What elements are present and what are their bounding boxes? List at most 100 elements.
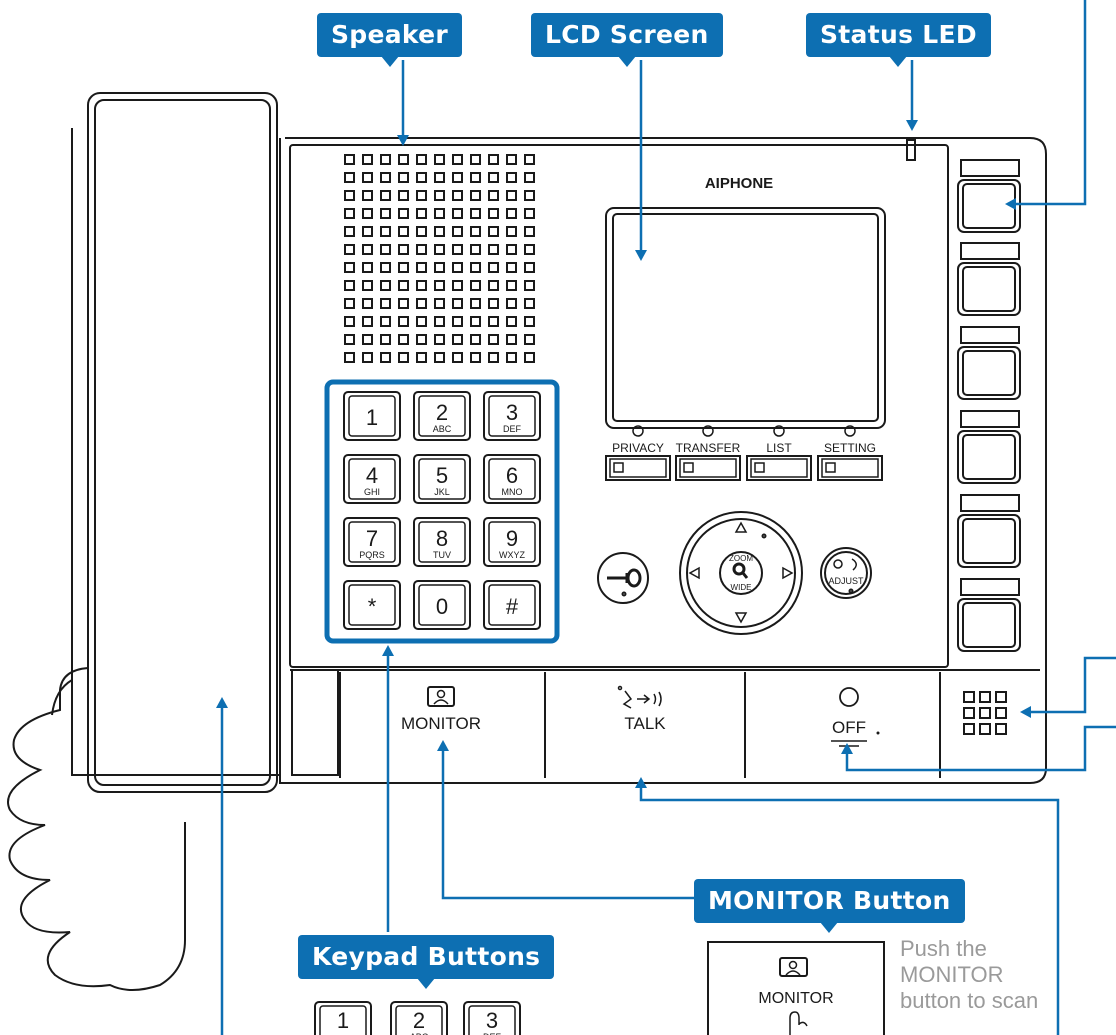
adjust-button[interactable]: [820, 547, 872, 599]
speaker-hole: [452, 244, 463, 255]
speaker-hole: [434, 226, 445, 237]
mic-hole: [995, 707, 1007, 719]
up-arrow-icon: [734, 521, 748, 533]
door-release-button[interactable]: [597, 552, 649, 604]
speaker-hole: [380, 190, 391, 201]
direct-call-button-5[interactable]: [957, 514, 1021, 568]
off-button[interactable]: OFF: [747, 672, 938, 776]
speaker-hole: [452, 208, 463, 219]
inset-monitor-button: [707, 941, 885, 1035]
speaker-hole: [434, 190, 445, 201]
keypad-key-letters: WXYZ: [499, 550, 526, 560]
speaker-hole: [434, 316, 445, 327]
speaker-hole: [398, 154, 409, 165]
setting-icon: [844, 425, 856, 437]
speaker-hole: [452, 172, 463, 183]
direct-call-button-2[interactable]: [957, 262, 1021, 316]
speaker-hole: [506, 280, 517, 291]
speaker-hole: [470, 226, 481, 237]
speaker-hole: [434, 172, 445, 183]
speaker-hole: [524, 334, 535, 345]
speaker-hole: [488, 316, 499, 327]
function-button-list[interactable]: LIST: [746, 425, 812, 481]
lcd-screen-frame: [605, 207, 886, 429]
speaker-hole: [524, 280, 535, 291]
speaker-hole: [416, 208, 427, 219]
speaker-hole: [344, 334, 355, 345]
direct-call-button-1[interactable]: [957, 179, 1021, 233]
keypad-key-1[interactable]: 1: [343, 391, 401, 441]
handset-cord: [7, 667, 186, 991]
navigation-pad[interactable]: [679, 511, 803, 635]
speaker-hole: [344, 298, 355, 309]
direct-call-button-6[interactable]: [957, 598, 1021, 652]
speaker-hole: [452, 316, 463, 327]
keypad-key-star[interactable]: *: [343, 580, 401, 630]
direct-call-button-4[interactable]: [957, 430, 1021, 484]
side-button-label-slot: [960, 410, 1020, 428]
speaker-hole: [524, 190, 535, 201]
speaker-hole: [434, 280, 445, 291]
keypad-key-0[interactable]: 0: [413, 580, 471, 630]
speaker-hole: [416, 154, 427, 165]
speaker-hole: [488, 244, 499, 255]
speaker-hole: [470, 172, 481, 183]
direct-call-button-3[interactable]: [957, 346, 1021, 400]
speaker-hole: [488, 172, 499, 183]
keypad-key-letters: GHI: [364, 487, 380, 497]
direct-call-button-face: [962, 602, 1016, 648]
speaker-hole: [488, 154, 499, 165]
speaker-hole: [398, 280, 409, 291]
function-button-setting[interactable]: SETTING: [817, 425, 883, 481]
speaker-hole: [470, 280, 481, 291]
zoom-icon: [732, 562, 746, 576]
speaker-hole: [344, 352, 355, 363]
keypad-key-number: 6: [506, 463, 518, 488]
speaker-hole: [470, 298, 481, 309]
keypad-key-hash[interactable]: #: [483, 580, 541, 630]
keypad-preview-letters: DEF: [483, 1032, 502, 1035]
speaker-hole: [434, 244, 445, 255]
speaker-hole: [452, 226, 463, 237]
speaker-hole: [470, 316, 481, 327]
speaker-hole: [506, 208, 517, 219]
function-button-privacy[interactable]: PRIVACY: [605, 425, 671, 481]
function-button-transfer[interactable]: TRANSFER: [675, 425, 741, 481]
speaker-hole: [488, 190, 499, 201]
talk-button[interactable]: TALK: [547, 672, 743, 776]
speaker-hole: [380, 262, 391, 273]
side-button-label-slot: [960, 578, 1020, 596]
keypad-key-letters: MNO: [502, 487, 523, 497]
speaker-hole: [506, 190, 517, 201]
leader-side-button: [1008, 0, 1087, 206]
direct-call-button-face: [962, 434, 1016, 480]
speaker-hole: [380, 244, 391, 255]
speaker-hole: [470, 154, 481, 165]
keypad-key-letters: ABC: [433, 424, 452, 434]
speaker-hole: [506, 352, 517, 363]
monitor-icon: [427, 686, 455, 707]
speaker-hole: [416, 226, 427, 237]
speaker-hole: [362, 316, 373, 327]
speaker-hole: [452, 262, 463, 273]
speaker-hole: [398, 226, 409, 237]
monitor-button[interactable]: MONITOR: [342, 672, 544, 776]
speaker-hole: [362, 154, 373, 165]
function-button-led: [825, 462, 836, 473]
speaker-hole: [506, 262, 517, 273]
keypad-key-number: 3: [506, 400, 518, 425]
speaker-hole: [398, 172, 409, 183]
speaker-hole: [524, 298, 535, 309]
brand-logo: AIPHONE: [705, 175, 773, 192]
handset[interactable]: [87, 92, 278, 793]
